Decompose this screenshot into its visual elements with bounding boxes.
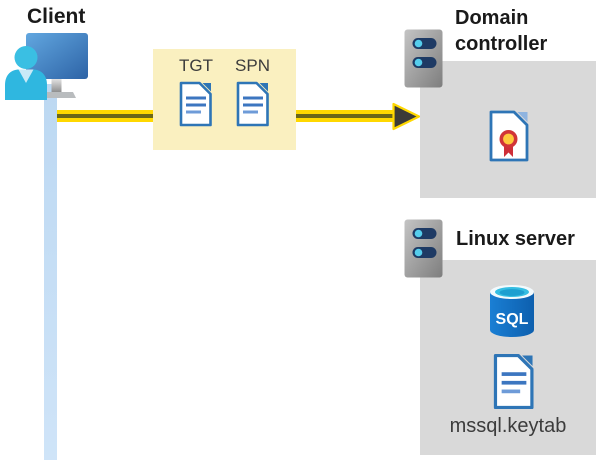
ticket-tgt: TGT <box>179 56 213 150</box>
ticket-box: TGT SPN <box>153 49 296 150</box>
client-label: Client <box>27 5 86 28</box>
domain-controller-label: Domain controller <box>455 7 548 55</box>
person-icon <box>5 46 47 100</box>
tgt-label: TGT <box>179 56 214 75</box>
monitor-icon <box>26 33 88 98</box>
linux-server-icon <box>404 219 443 278</box>
sql-text: SQL <box>496 311 529 328</box>
domain-controller-server-icon <box>404 29 443 88</box>
spn-document-icon <box>236 81 269 127</box>
sql-database-icon: SQL <box>490 285 534 337</box>
client-timeline-bar <box>44 84 57 460</box>
certificate-icon <box>489 110 529 162</box>
client-computer-icon <box>5 33 88 100</box>
tgt-document-icon <box>179 81 212 127</box>
ticket-spn: SPN <box>235 56 270 150</box>
keytab-document-icon <box>493 353 534 410</box>
keytab-filename: mssql.keytab <box>449 415 567 437</box>
request-arrow-head-icon <box>392 102 421 131</box>
linux-server-label: Linux server <box>456 228 575 250</box>
spn-label: SPN <box>235 56 270 75</box>
